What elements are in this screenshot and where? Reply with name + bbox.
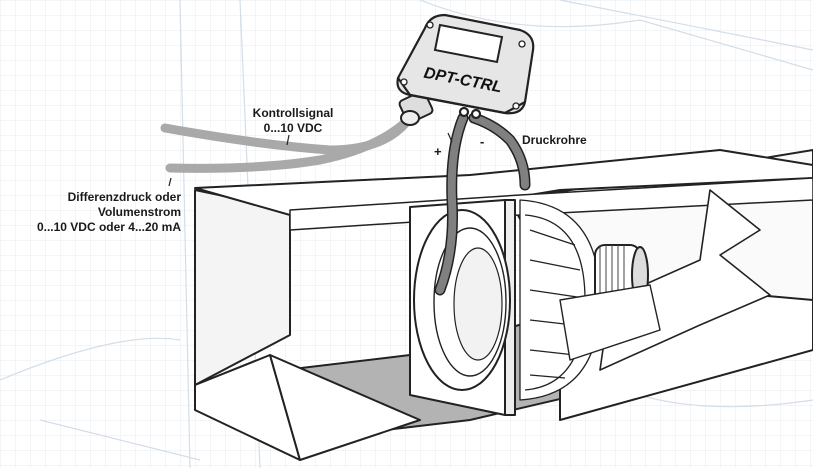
minus-sign: - xyxy=(480,134,485,149)
output-line1: Differenzdruck oder xyxy=(67,190,181,204)
output-signal-label: Differenzdruck oder Volumenstrom 0...10 … xyxy=(0,190,181,235)
device-body xyxy=(396,13,535,120)
output-line3: 0...10 VDC oder 4...20 mA xyxy=(36,220,181,234)
pressure-tubes xyxy=(434,112,531,296)
output-line2: Volumenstrom xyxy=(97,205,181,219)
control-signal-line2: 0...10 VDC xyxy=(263,121,323,135)
pressure-tubes-label: Druckrohre xyxy=(522,133,587,147)
signal-cables xyxy=(160,113,415,173)
plus-sign: + xyxy=(434,144,442,159)
control-signal-label: Kontrollsignal 0...10 VDC xyxy=(238,106,348,136)
control-signal-line1: Kontrollsignal xyxy=(252,106,334,120)
